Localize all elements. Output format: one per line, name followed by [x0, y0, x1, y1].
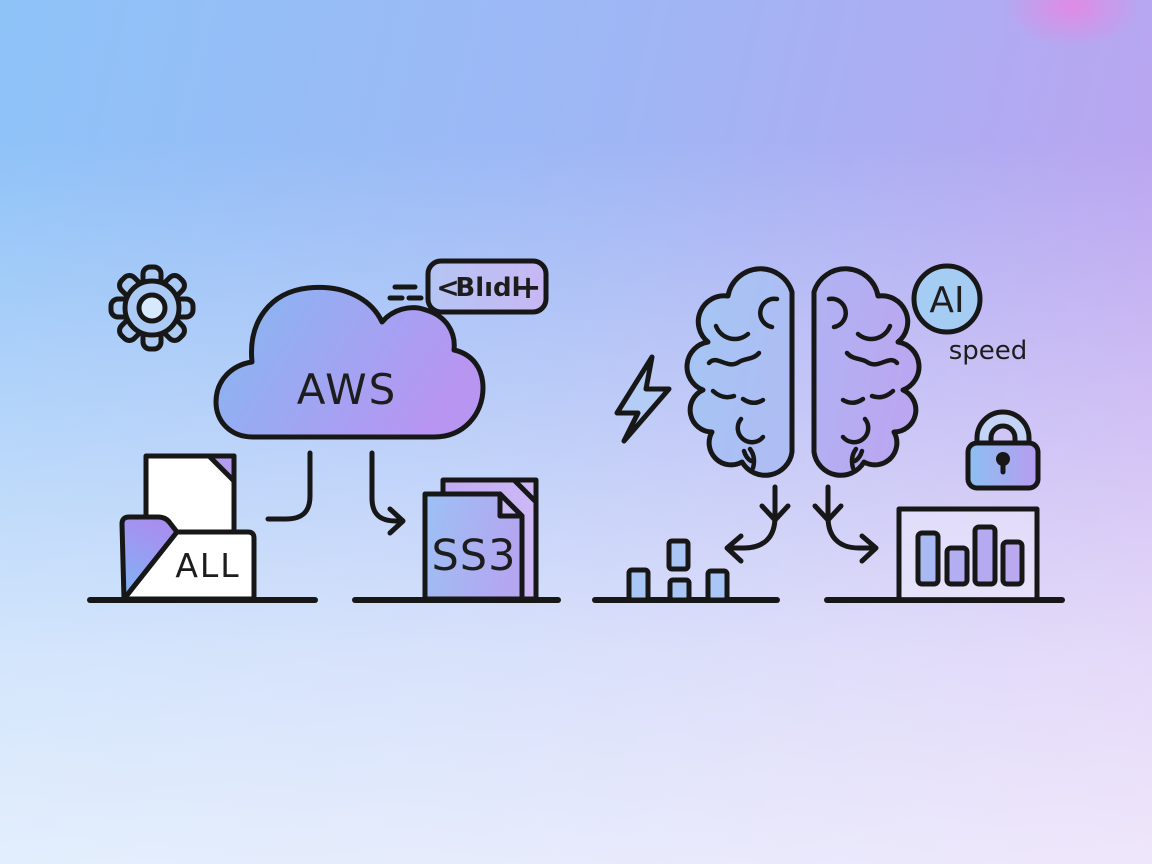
s3-documents: SS3	[422, 477, 539, 602]
arrow-down-left	[724, 484, 791, 564]
arrowhead-left-icon	[724, 533, 744, 564]
document-label: SS3	[432, 531, 517, 581]
ai-label: AI	[929, 280, 964, 321]
aws-label: AWS	[297, 365, 398, 414]
folder-front-panel	[121, 529, 257, 602]
mini-bar	[667, 577, 692, 603]
document-front	[422, 491, 525, 602]
brain-left-hemisphere	[684, 266, 795, 478]
folder-all: ALL	[119, 453, 257, 602]
mini-bar	[705, 568, 730, 603]
arrowhead-right-icon	[859, 533, 879, 564]
mini-bar	[666, 538, 691, 572]
chart-bar	[915, 530, 941, 587]
chart-bar	[1000, 539, 1025, 587]
folder-label: ALL	[175, 546, 240, 585]
bar-chart	[896, 506, 1040, 603]
mini-bar-chart	[626, 538, 730, 603]
chart-bar	[972, 524, 998, 587]
lock-shackle	[974, 409, 1032, 449]
build-badge: < Blıdl +	[387, 258, 549, 315]
ai-badge: AI speed	[911, 263, 1028, 366]
cloud-shape	[213, 284, 486, 440]
brain-right-hemisphere	[811, 266, 922, 478]
badge-label: Blıdl	[455, 273, 520, 303]
arrowhead-down-icon	[759, 503, 791, 523]
brain-folds	[706, 296, 900, 471]
folder-back-wedge	[119, 514, 180, 602]
plus-icon: +	[515, 268, 542, 306]
cloud-connector-right	[369, 450, 406, 536]
ai-circle	[911, 263, 983, 335]
document-back-fold	[511, 477, 539, 505]
keyhole-icon	[996, 452, 1010, 466]
brain-icon	[684, 266, 922, 478]
lock-icon	[965, 409, 1041, 491]
arrowhead-down-icon	[812, 503, 844, 523]
cloud-connector-left	[265, 450, 313, 522]
aws-cloud-icon: AWS	[213, 284, 486, 440]
lightning-icon	[614, 354, 672, 444]
arrow-down-right	[812, 484, 879, 564]
folded-corner-icon	[497, 491, 525, 519]
badge-box	[425, 258, 549, 315]
arrow-right-icon	[387, 506, 406, 536]
mini-bar	[626, 567, 651, 603]
chevron-left-icon: <	[436, 271, 459, 304]
chart-bar	[944, 545, 970, 587]
gear-hole	[136, 292, 168, 324]
ai-caption: speed	[949, 336, 1028, 366]
folded-corner-icon	[206, 453, 237, 484]
gear-icon	[108, 264, 196, 352]
